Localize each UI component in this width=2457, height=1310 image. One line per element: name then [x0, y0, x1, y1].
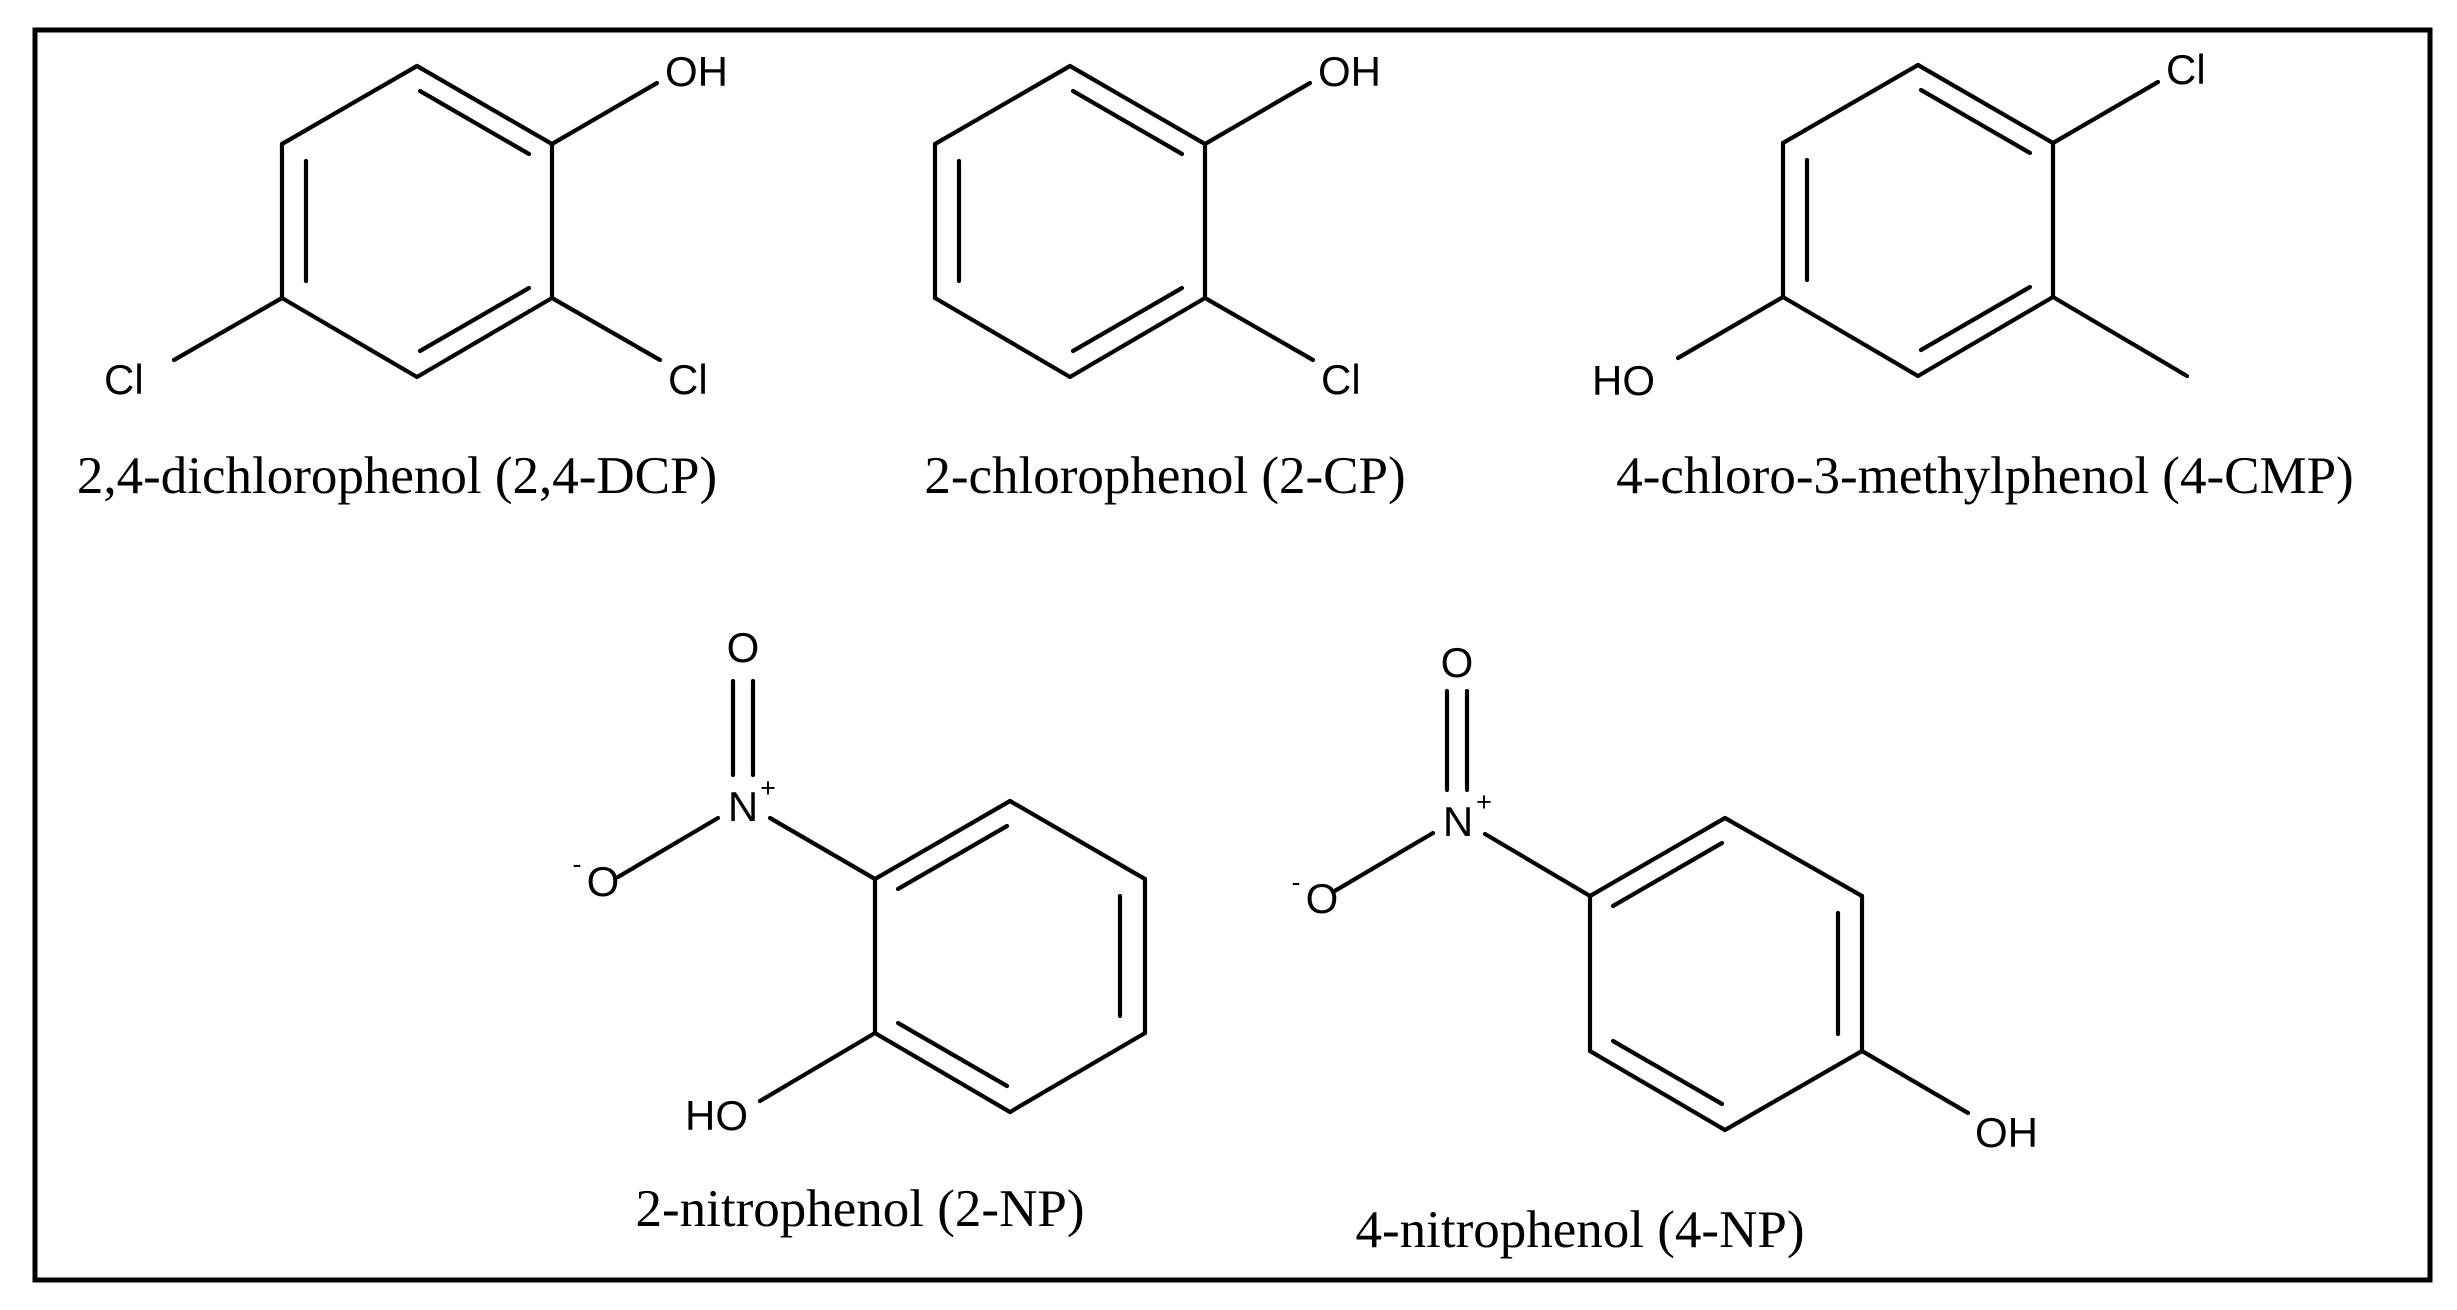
molecule-caption: 4-chloro-3-methylphenol (4-CMP) [1616, 447, 2353, 505]
hydroxyl-label: OH [1318, 48, 1381, 95]
molecule-2-4-dichlorophenol: OH Cl Cl 2,4-dichlorophenol (2,4-DCP) [77, 48, 728, 505]
positive-charge-label: + [760, 773, 776, 803]
molecule-2-nitrophenol: O N + O - HO 2-nitrophenol (2-NP) [573, 624, 1148, 1238]
molecule-4-chloro-3-methylphenol: Cl HO 4-chloro-3-methylphenol (4-CMP) [1592, 46, 2354, 505]
benzene-ring [932, 63, 1208, 380]
molecule-4-nitrophenol: O N + O - OH 4-nitrophenol (4-NP) [1292, 639, 2039, 1259]
hydroxyl-label: OH [1975, 1109, 2038, 1156]
oxygen-label: O [587, 858, 620, 905]
figure-border [32, 27, 2433, 1283]
positive-charge-label: + [1476, 787, 1492, 817]
chloro-label: Cl [1321, 356, 1361, 403]
hydroxyl-label: HO [1592, 357, 1655, 404]
benzene-ring [279, 63, 555, 380]
chloro-label: Cl [668, 356, 708, 403]
negative-charge-label: - [1292, 867, 1301, 897]
benzene-ring [1780, 62, 2056, 379]
molecule-caption: 2-nitrophenol (2-NP) [636, 1180, 1085, 1238]
chloro-label: Cl [2166, 46, 2206, 93]
benzene-ring [872, 798, 1148, 1115]
chloro-label: Cl [104, 356, 144, 403]
hydroxyl-label: HO [685, 1092, 748, 1139]
benzene-ring [1587, 815, 1865, 1133]
oxygen-label: O [727, 624, 760, 671]
hydroxyl-label: OH [665, 48, 728, 95]
oxygen-label: O [1441, 639, 1474, 686]
nitrogen-label: N [728, 783, 758, 830]
oxygen-label: O [1306, 875, 1339, 922]
molecule-caption: 2-chlorophenol (2-CP) [924, 447, 1405, 505]
molecule-2-chlorophenol: OH Cl 2-chlorophenol (2-CP) [924, 48, 1405, 505]
negative-charge-label: - [573, 849, 582, 879]
nitrogen-label: N [1443, 798, 1473, 845]
molecule-caption: 2,4-dichlorophenol (2,4-DCP) [77, 447, 717, 505]
molecule-caption: 4-nitrophenol (4-NP) [1356, 1201, 1805, 1259]
